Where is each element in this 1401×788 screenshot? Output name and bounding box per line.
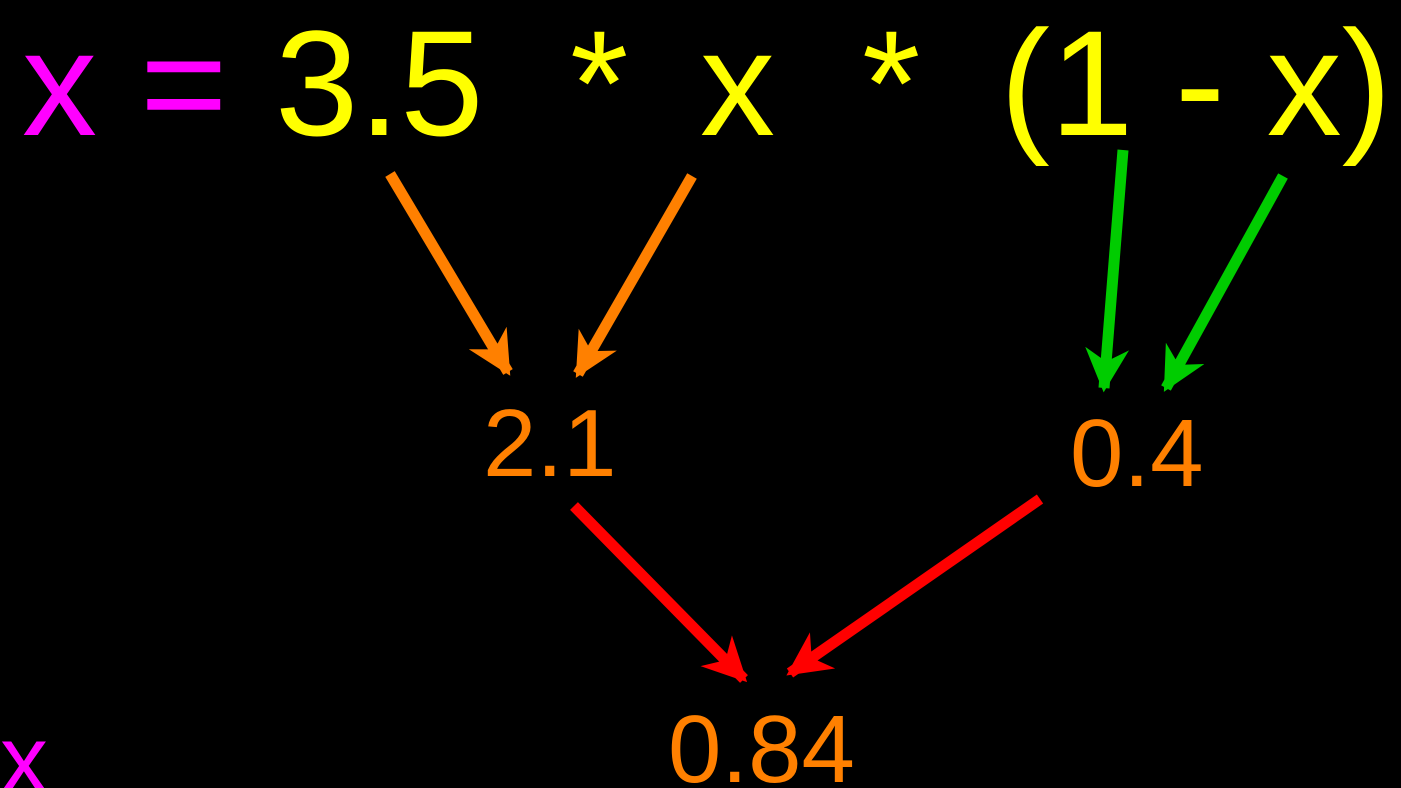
- one-minus-x-value: 0.4: [1070, 400, 1204, 507]
- result-variable-label: x: [0, 706, 48, 788]
- arrow-product-to-result: [570, 502, 748, 683]
- equals-sign: =: [140, 0, 228, 167]
- arrow-x-to-difference: [1161, 173, 1288, 392]
- arrow-constant-to-product: [385, 171, 513, 376]
- multiply-operator-2: *: [862, 0, 921, 167]
- arrow-x-to-product: [573, 173, 697, 378]
- result-value: 0.84: [668, 696, 855, 788]
- multiply-operator-1: *: [570, 0, 629, 167]
- constant-term: 3.5: [275, 0, 484, 167]
- arrow-one-to-difference: [1085, 149, 1130, 393]
- lhs-variable: x: [22, 0, 97, 167]
- variable-term: x: [700, 0, 775, 167]
- product-value: 2.1: [483, 390, 617, 497]
- one-minus-x-term: (1 - x): [1000, 0, 1392, 167]
- arrow-difference-to-result: [786, 494, 1044, 678]
